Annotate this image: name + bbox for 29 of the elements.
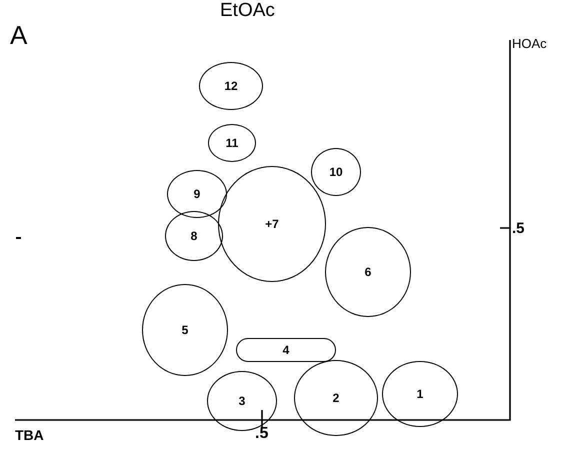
ellipse-region bbox=[218, 166, 326, 282]
rounded-region bbox=[236, 338, 336, 362]
axis-title: EtOAc bbox=[220, 0, 275, 22]
region-number: 1 bbox=[416, 387, 424, 401]
ellipse-region bbox=[167, 170, 227, 218]
ellipse-region bbox=[208, 124, 256, 162]
region-number: +7 bbox=[265, 217, 279, 231]
region-number: 8 bbox=[190, 229, 198, 243]
tick-label: .5 bbox=[512, 220, 525, 237]
region-number: 9 bbox=[194, 187, 200, 201]
tick-label: .5 bbox=[255, 425, 268, 443]
region-number: 3 bbox=[238, 394, 246, 408]
ellipse-region bbox=[199, 62, 263, 110]
ellipse-region bbox=[311, 148, 361, 196]
region-number: 10 bbox=[329, 165, 343, 179]
region-number: 11 bbox=[226, 136, 238, 150]
region-number: 5 bbox=[182, 323, 188, 337]
region-number: 4 bbox=[282, 343, 290, 357]
axis-title: TBA bbox=[15, 427, 44, 443]
axis-title: HOAc bbox=[512, 36, 547, 51]
ellipse-region bbox=[325, 227, 411, 317]
ellipse-region bbox=[294, 360, 378, 436]
ellipse-region bbox=[142, 284, 228, 376]
panel-letter: A bbox=[10, 20, 28, 51]
region-number: 2 bbox=[332, 391, 340, 405]
ellipse-region bbox=[382, 361, 458, 427]
region-number: 12 bbox=[224, 79, 238, 93]
region-number: 6 bbox=[364, 265, 372, 279]
ellipse-region bbox=[165, 211, 223, 261]
